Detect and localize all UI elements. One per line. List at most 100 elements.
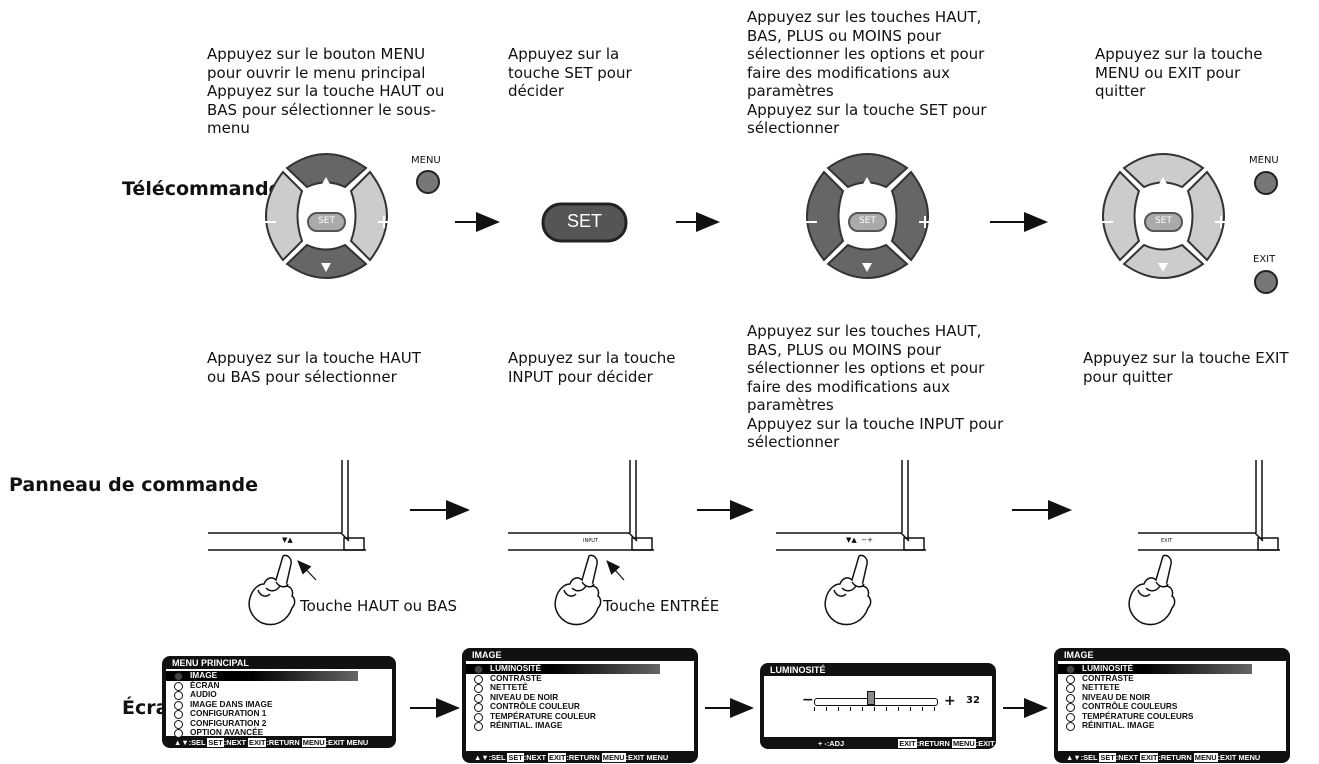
remote-step-2-text: Appuyez sur la touche SET pour décider (508, 45, 632, 100)
panel-step-4-text: Appuyez sur la touche EXIT pour quitter (1083, 349, 1289, 386)
osm-image-item[interactable]: RÉINITIAL. IMAGE (466, 720, 694, 731)
plus-button[interactable] (349, 170, 388, 262)
panel-step-1-text: Appuyez sur la touche HAUT ou BAS pour s… (207, 349, 421, 386)
osm-image2-item[interactable]: LUMINOSITÉ (1058, 663, 1252, 674)
set-small-label-3: SET (1155, 216, 1172, 226)
panel-corner-2 (508, 460, 654, 551)
exit-button[interactable] (1254, 270, 1278, 294)
caption-updown: Touche HAUT ou BAS (300, 597, 458, 615)
set-small-label-2: SET (859, 216, 876, 226)
osm-image-item[interactable]: CONTRASTE (466, 673, 694, 684)
lum-tick (934, 707, 935, 711)
osm-main-item[interactable]: AUDIO (166, 689, 392, 700)
osm-image-title: IMAGE (472, 650, 502, 660)
panel-label-updown: ▼▲ (282, 536, 293, 544)
osm-image2-item[interactable]: RÉINITIAL. IMAGE (1058, 720, 1286, 731)
hand-icon-1 (248, 554, 296, 626)
osm-image2-item[interactable]: CONTRASTE (1058, 673, 1286, 684)
lum-tick (850, 707, 851, 711)
osm-image-item[interactable]: TEMPÉRATURE COULEUR (466, 711, 694, 722)
osm-image-menu-2: IMAGE LUMINOSITÉ CONTRASTE NETTETE NIVEA… (1054, 648, 1290, 763)
lum-tick (814, 707, 815, 711)
panel-corner-4 (1138, 460, 1280, 551)
lum-plus: + (944, 693, 956, 709)
osm-lum-footer: + -:ADJ EXIT:RETURN MENU:EXIT MENU (818, 739, 1019, 748)
osm-main-menu: MENU PRINCIPAL IMAGE ÉCRAN AUDIO IMAGE D… (162, 656, 396, 748)
panel-row-graphics (208, 460, 1280, 626)
lum-tick (838, 707, 839, 711)
panel-label-exit: EXIT (1161, 538, 1173, 544)
osm-lum-title: LUMINOSITÉ (770, 665, 826, 675)
remote-dpad-1 (264, 153, 390, 279)
panel-label-input: INPUT (583, 538, 598, 544)
hand-icon-3 (824, 554, 872, 626)
hand-icon-2 (554, 554, 602, 626)
up-arrow-icon (321, 177, 331, 186)
osm-main-item[interactable]: CONFIGURATION 1 (166, 708, 392, 719)
down-arrow-icon (321, 263, 331, 272)
osm-image-item[interactable]: CONTRÔLE COULEUR (466, 701, 694, 712)
osm-main-item[interactable]: IMAGE DANS IMAGE (166, 699, 392, 710)
lum-tick (874, 707, 875, 711)
osm-image2-item[interactable]: TEMPÉRATURE COULEURS (1058, 711, 1286, 722)
set-large-label: SET (566, 211, 602, 231)
lum-tick (922, 707, 923, 711)
osm-main-item[interactable]: IMAGE (166, 670, 359, 681)
minus-button[interactable] (265, 170, 304, 262)
remote-dpad-2 (805, 153, 931, 279)
remote-step-4-text: Appuyez sur la touche MENU ou EXIT pour … (1095, 45, 1263, 100)
osm-image-menu: IMAGE LUMINOSITÉ CONTRASTE NETTETÉ NIVEA… (462, 648, 698, 763)
row-label-panel: Panneau de commande (9, 474, 258, 496)
pointer-input (606, 560, 625, 581)
osm-image-item[interactable]: NIVEAU DE NOIR (466, 692, 694, 703)
remote-step-3-text: Appuyez sur les touches HAUT, BAS, PLUS … (747, 8, 987, 137)
set-button-large[interactable] (541, 202, 628, 243)
caption-input: Touche ENTRÉE (603, 597, 720, 615)
lum-value: 32 (966, 695, 980, 706)
menu-button-1[interactable] (416, 170, 440, 194)
lum-slider-track[interactable] (814, 691, 938, 706)
remote-step-1-text: Appuyez sur le bouton MENU pour ouvrir l… (207, 45, 445, 137)
pointer-updown (297, 560, 317, 581)
panel-corner-3 (776, 460, 926, 551)
osm-image2-item[interactable]: CONTRÔLE COULEURS (1058, 701, 1286, 712)
lum-tick (826, 707, 827, 711)
osm-image2-title: IMAGE (1064, 650, 1094, 660)
osm-image2-item[interactable]: NIVEAU DE NOIR (1058, 692, 1286, 703)
lum-tick (898, 707, 899, 711)
panel-step-3-text: Appuyez sur les touches HAUT, BAS, PLUS … (747, 322, 1004, 451)
menu-button-2[interactable] (1254, 171, 1278, 195)
lum-tick (886, 707, 887, 711)
osm-main-item[interactable]: CONFIGURATION 2 (166, 718, 392, 729)
up-button[interactable] (285, 153, 368, 189)
set-button-small[interactable] (307, 212, 346, 232)
osm-main-footer: ▲▼:SEL SET:NEXT EXIT:RETURN MENU:EXIT ME… (174, 738, 369, 747)
osm-main-item[interactable]: OPTION AVANCÉE (166, 727, 392, 738)
lum-tick (910, 707, 911, 711)
panel-corner-1 (208, 460, 366, 551)
menu-label-1: MENU (411, 155, 441, 166)
osm-arrows (410, 698, 1048, 718)
remote-dpad-3 (1101, 153, 1227, 279)
down-button[interactable] (285, 243, 368, 279)
osm-image2-item[interactable]: NETTETE (1058, 682, 1286, 693)
lum-slider-knob[interactable] (866, 691, 875, 705)
panel-step-2-text: Appuyez sur la touche INPUT pour décider (508, 349, 676, 386)
osm-luminosity: LUMINOSITÉ − + 32 + -:ADJ EXIT:RETURN ME… (760, 663, 1018, 749)
set-small-label-1: SET (318, 216, 335, 226)
lum-ticks (814, 707, 938, 711)
menu-label-2: MENU (1249, 155, 1279, 166)
panel-label-updown-pm: ▼▲ −+ (846, 536, 873, 544)
row-label-remote: Télécommande (122, 178, 282, 200)
lum-minus: − (802, 692, 814, 708)
osm-main-item[interactable]: ÉCRAN (166, 680, 392, 691)
osm-image-item[interactable]: NETTETÉ (466, 682, 694, 693)
osm-image-footer: ▲▼:SEL SET:NEXT EXIT:RETURN MENU:EXIT ME… (474, 753, 669, 762)
osm-image2-footer: ▲▼:SEL SET:NEXT EXIT:RETURN MENU:EXIT ME… (1066, 753, 1261, 762)
remote-row-graphics (264, 153, 1278, 294)
exit-label: EXIT (1253, 254, 1276, 265)
osm-main-title: MENU PRINCIPAL (172, 658, 249, 668)
hand-icon-4 (1128, 554, 1176, 626)
osm-image-item[interactable]: LUMINOSITÉ (466, 663, 660, 674)
lum-tick (862, 707, 863, 711)
